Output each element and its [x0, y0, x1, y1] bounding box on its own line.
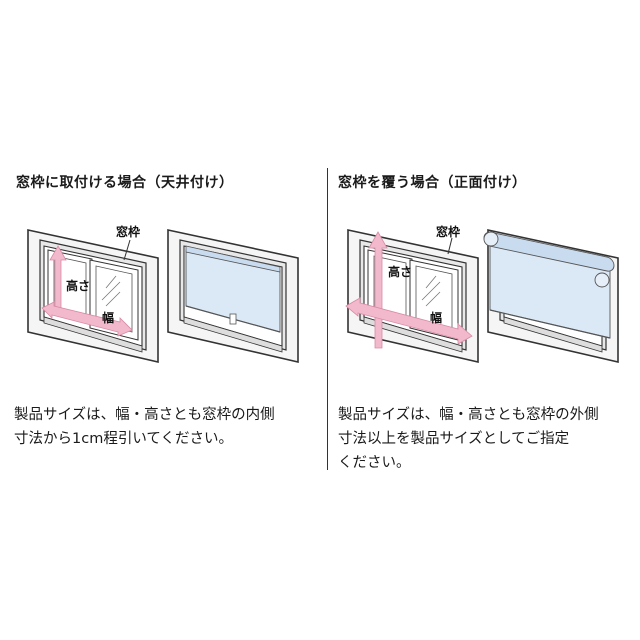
height-arrow — [368, 231, 388, 349]
right-height-label: 高さ — [388, 264, 412, 279]
left-window-measure — [27, 229, 159, 363]
right-heading: 窓枠を覆う場合（正面付け） — [338, 175, 527, 191]
left-heading: 窓枠に取付ける場合（天井付け） — [16, 175, 234, 191]
left-width-label: 幅 — [102, 310, 114, 325]
left-description: 製品サイズは、幅・高さとも窓枠の内側 寸法から1cm程引いてください。 — [14, 407, 275, 447]
right-window-blind — [483, 229, 619, 363]
right-description: 製品サイズは、幅・高さとも窓枠の外側 寸法以上を製品サイズとしてご指定 ください… — [338, 407, 599, 471]
panel-divider — [327, 168, 328, 470]
width-arrow — [41, 301, 133, 337]
right-window-measure — [345, 229, 479, 363]
left-frame-label: 窓枠 — [116, 224, 140, 239]
right-frame-label: 窓枠 — [436, 224, 460, 239]
right-width-label: 幅 — [430, 310, 442, 325]
left-window-blind — [167, 229, 299, 363]
left-height-label: 高さ — [66, 278, 90, 293]
width-arrow — [345, 297, 473, 345]
